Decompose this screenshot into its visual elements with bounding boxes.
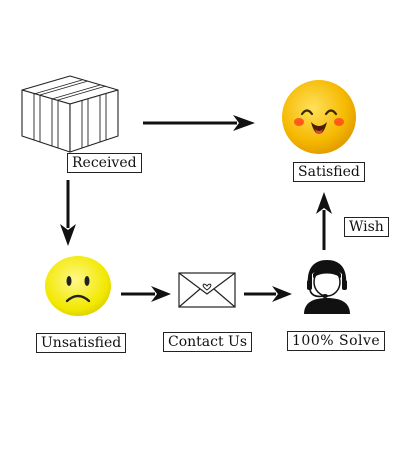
wish-label: Wish bbox=[344, 217, 389, 237]
support-agent-icon bbox=[304, 260, 350, 314]
happy-face-icon bbox=[282, 80, 356, 154]
contact-us-label: Contact Us bbox=[163, 332, 253, 352]
unsatisfied-label: Unsatisfied bbox=[36, 333, 127, 353]
package-box-icon bbox=[21, 75, 119, 153]
sad-face-icon bbox=[45, 256, 111, 316]
arrow-contact-to-solve bbox=[244, 286, 292, 302]
arrow-solve-to-satisfied bbox=[316, 192, 332, 250]
received-label: Received bbox=[67, 153, 142, 173]
arrow-received-to-satisfied bbox=[143, 115, 255, 131]
solve-label: 100% Solve bbox=[287, 331, 386, 351]
satisfied-label: Satisfied bbox=[293, 162, 365, 182]
arrow-received-to-unsatisfied bbox=[60, 180, 76, 246]
envelope-icon bbox=[178, 272, 236, 308]
arrow-unsatisfied-to-contact bbox=[121, 286, 171, 302]
